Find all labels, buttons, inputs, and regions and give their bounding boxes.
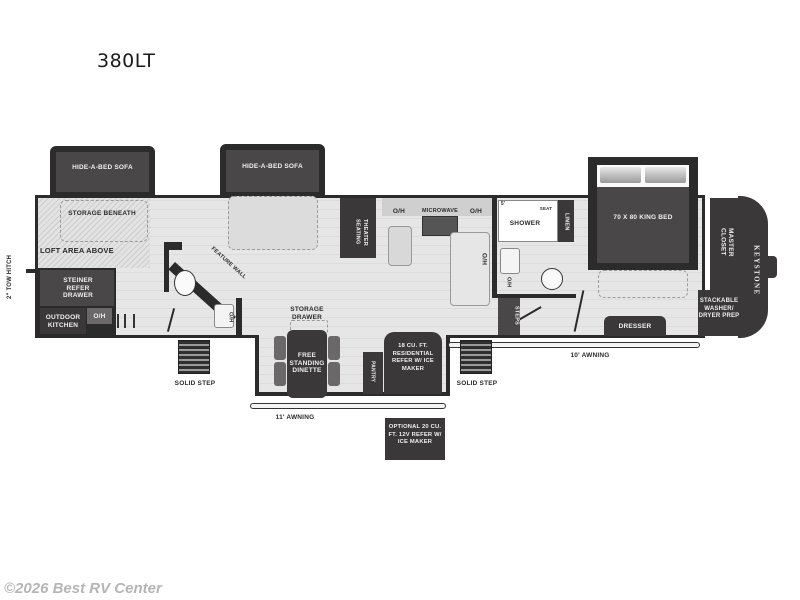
steps-label: STEPS — [513, 306, 520, 326]
dinette-chair-tr — [328, 336, 340, 360]
awning-10ft-label: 10' AWNING — [570, 352, 610, 359]
dresser-label: DRESSER — [618, 323, 652, 330]
outdoor-kitchen — [40, 308, 86, 334]
sofa-1 — [56, 152, 149, 192]
outdoor-oh — [87, 308, 112, 324]
master-closet — [710, 198, 738, 290]
bath-sink-icon — [500, 248, 520, 274]
ladder-icon — [117, 314, 135, 328]
residential-refer — [384, 332, 442, 394]
interior-steps — [498, 298, 520, 335]
washer-dryer — [698, 290, 738, 336]
awning-11ft — [250, 403, 446, 409]
residential-refer-label: 18 CU. FT. RESIDENTIAL REFER W/ ICE MAKE… — [391, 343, 434, 372]
bath-oh-label: O/H — [505, 276, 512, 288]
model-title: 380LT — [97, 50, 156, 72]
tow-hitch-label: 2" TOW HITCH — [7, 254, 13, 300]
theater-seating — [340, 198, 376, 258]
sofa-1-label: HIDE-A-BED SOFA — [72, 164, 133, 171]
loft-area — [38, 198, 150, 268]
sofa-2-label: HIDE-A-BED SOFA — [242, 163, 303, 170]
kingpin — [765, 256, 777, 278]
step-left-label: SOLID STEP — [174, 380, 216, 387]
awning-10ft — [448, 342, 700, 348]
microwave-label: MICROWAVE — [422, 208, 458, 214]
dinette-chair-tl — [274, 336, 286, 360]
half-bath-sink-icon — [214, 304, 234, 328]
dresser — [604, 316, 666, 336]
outdoor-kitchen-label: OUTDOOR KITCHEN — [45, 314, 81, 329]
pantry-label: PANTRY — [369, 361, 376, 383]
shower-size-label: 5' — [500, 201, 506, 207]
linen-closet — [558, 200, 574, 242]
washer-dryer-label: STACKABLE WASHER/ DRYER PREP — [698, 298, 740, 319]
feature-wall — [168, 242, 182, 250]
king-bed — [597, 187, 689, 263]
storage-beneath-label: STORAGE BENEATH — [68, 210, 136, 217]
sofa-2 — [226, 150, 319, 192]
master-closet-label: MASTER CLOSET — [719, 227, 735, 257]
pillow-left — [600, 167, 641, 183]
kitchen-oh-left-label: O/H — [392, 208, 406, 215]
step-right-label: SOLID STEP — [456, 380, 498, 387]
linen-label: LINEN — [563, 213, 570, 231]
tow-hitch-bar — [26, 269, 36, 273]
entry-step-right — [460, 340, 492, 374]
bed-extended — [598, 270, 688, 298]
brand-logo: KEYSTONE — [752, 244, 761, 296]
kitchen-bath-wall — [492, 198, 497, 298]
pantry — [363, 352, 383, 394]
dinette-label: FREE STANDING DINETTE — [289, 352, 325, 374]
toilet-icon — [174, 270, 196, 296]
steiner-refer-drawer — [40, 270, 114, 306]
theater-seating-label: THEATER SEATING — [354, 218, 369, 246]
entry-step-left — [178, 340, 210, 374]
shower-seat-label: SEAT — [539, 206, 553, 211]
loft-label: LOFT AREA ABOVE — [40, 246, 114, 255]
kitchen-counter — [382, 198, 492, 216]
kitchen-island — [450, 232, 490, 306]
bath-wall-bottom — [496, 294, 576, 298]
half-bath-wall-left — [164, 242, 169, 292]
sink-icon — [388, 226, 412, 266]
bath-toilet-icon — [541, 268, 563, 290]
optional-refer-label: OPTIONAL 20 CU. FT. 12V REFER W/ ICE MAK… — [388, 424, 442, 445]
shower-label: SHOWER — [509, 220, 541, 227]
steiner-refer-label: STEINER REFER DRAWER — [62, 277, 94, 299]
dinette-table — [287, 330, 327, 398]
dinette-chair-bl — [274, 362, 286, 386]
sofa-1-extended — [60, 200, 148, 242]
king-bed-label: 70 X 80 KING BED — [613, 214, 673, 221]
shower — [498, 200, 558, 242]
sofa-2-extended — [228, 196, 318, 250]
pillow-right — [645, 167, 686, 183]
half-bath-oh-label: O/H — [227, 311, 234, 323]
island-oh-label: O/H — [480, 252, 488, 266]
half-bath-wall-right — [236, 298, 242, 338]
front-cap — [738, 196, 768, 338]
awning-11ft-label: 11' AWNING — [275, 414, 315, 421]
kitchen-oh-right-label: O/H — [469, 208, 483, 215]
outdoor-oh-label: O/H — [93, 313, 106, 320]
optional-refer — [385, 418, 445, 460]
stove-icon — [422, 216, 458, 236]
dinette-chair-br — [328, 362, 340, 386]
copyright: ©2026 Best RV Center — [4, 580, 162, 597]
storage-drawer-label: STORAGE DRAWER — [290, 306, 324, 321]
